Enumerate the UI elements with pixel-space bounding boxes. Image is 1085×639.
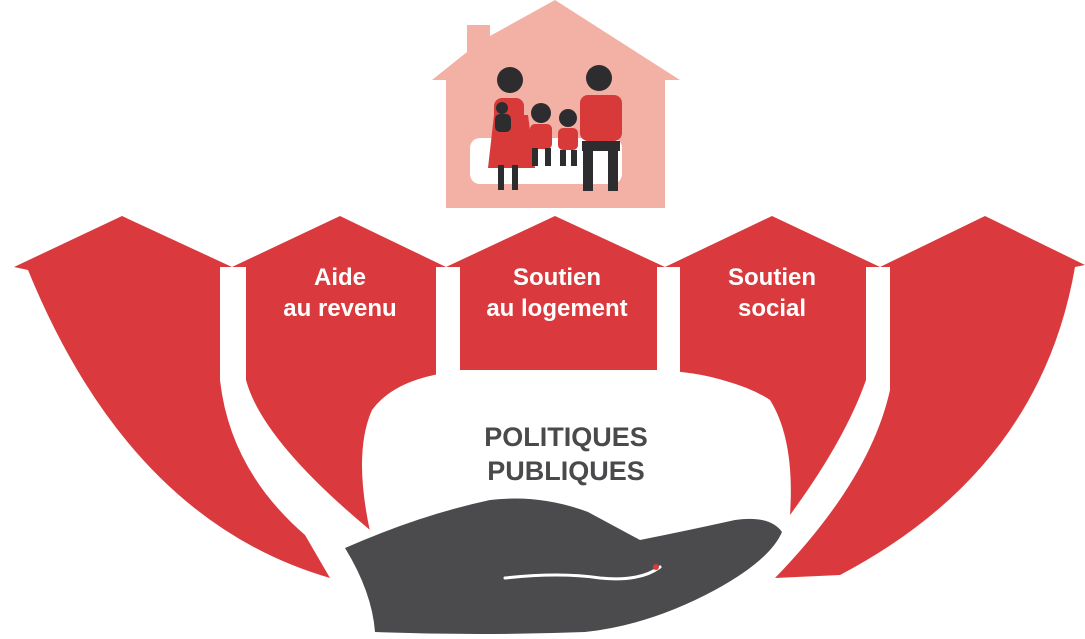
pillar-1-label-line2: au revenu — [283, 295, 396, 322]
center-label-line1: POLITIQUES — [484, 422, 648, 452]
pillar-1-label-line1: Aide — [314, 264, 366, 291]
pillar-2-shape — [446, 216, 665, 370]
pillar-0-shape — [14, 216, 330, 578]
pillar-3-label-line2: social — [738, 295, 806, 322]
pillar-3-label-line1: Soutien — [728, 264, 816, 291]
pillar-4-shape — [775, 216, 1085, 578]
family-icon — [470, 65, 622, 191]
pillar-1-shape — [232, 216, 446, 530]
pillar-2-label-line2: au logement — [486, 295, 627, 322]
center-oval — [362, 370, 783, 540]
center-label-line2: PUBLIQUES — [487, 456, 645, 486]
pillar-3-shape — [665, 216, 880, 515]
pillar-fan — [14, 216, 1085, 578]
pillar-labels: Aide au revenu Soutien au logement Souti… — [283, 264, 816, 322]
hand-icon — [345, 498, 782, 634]
pillar-2-label-line1: Soutien — [513, 264, 601, 291]
